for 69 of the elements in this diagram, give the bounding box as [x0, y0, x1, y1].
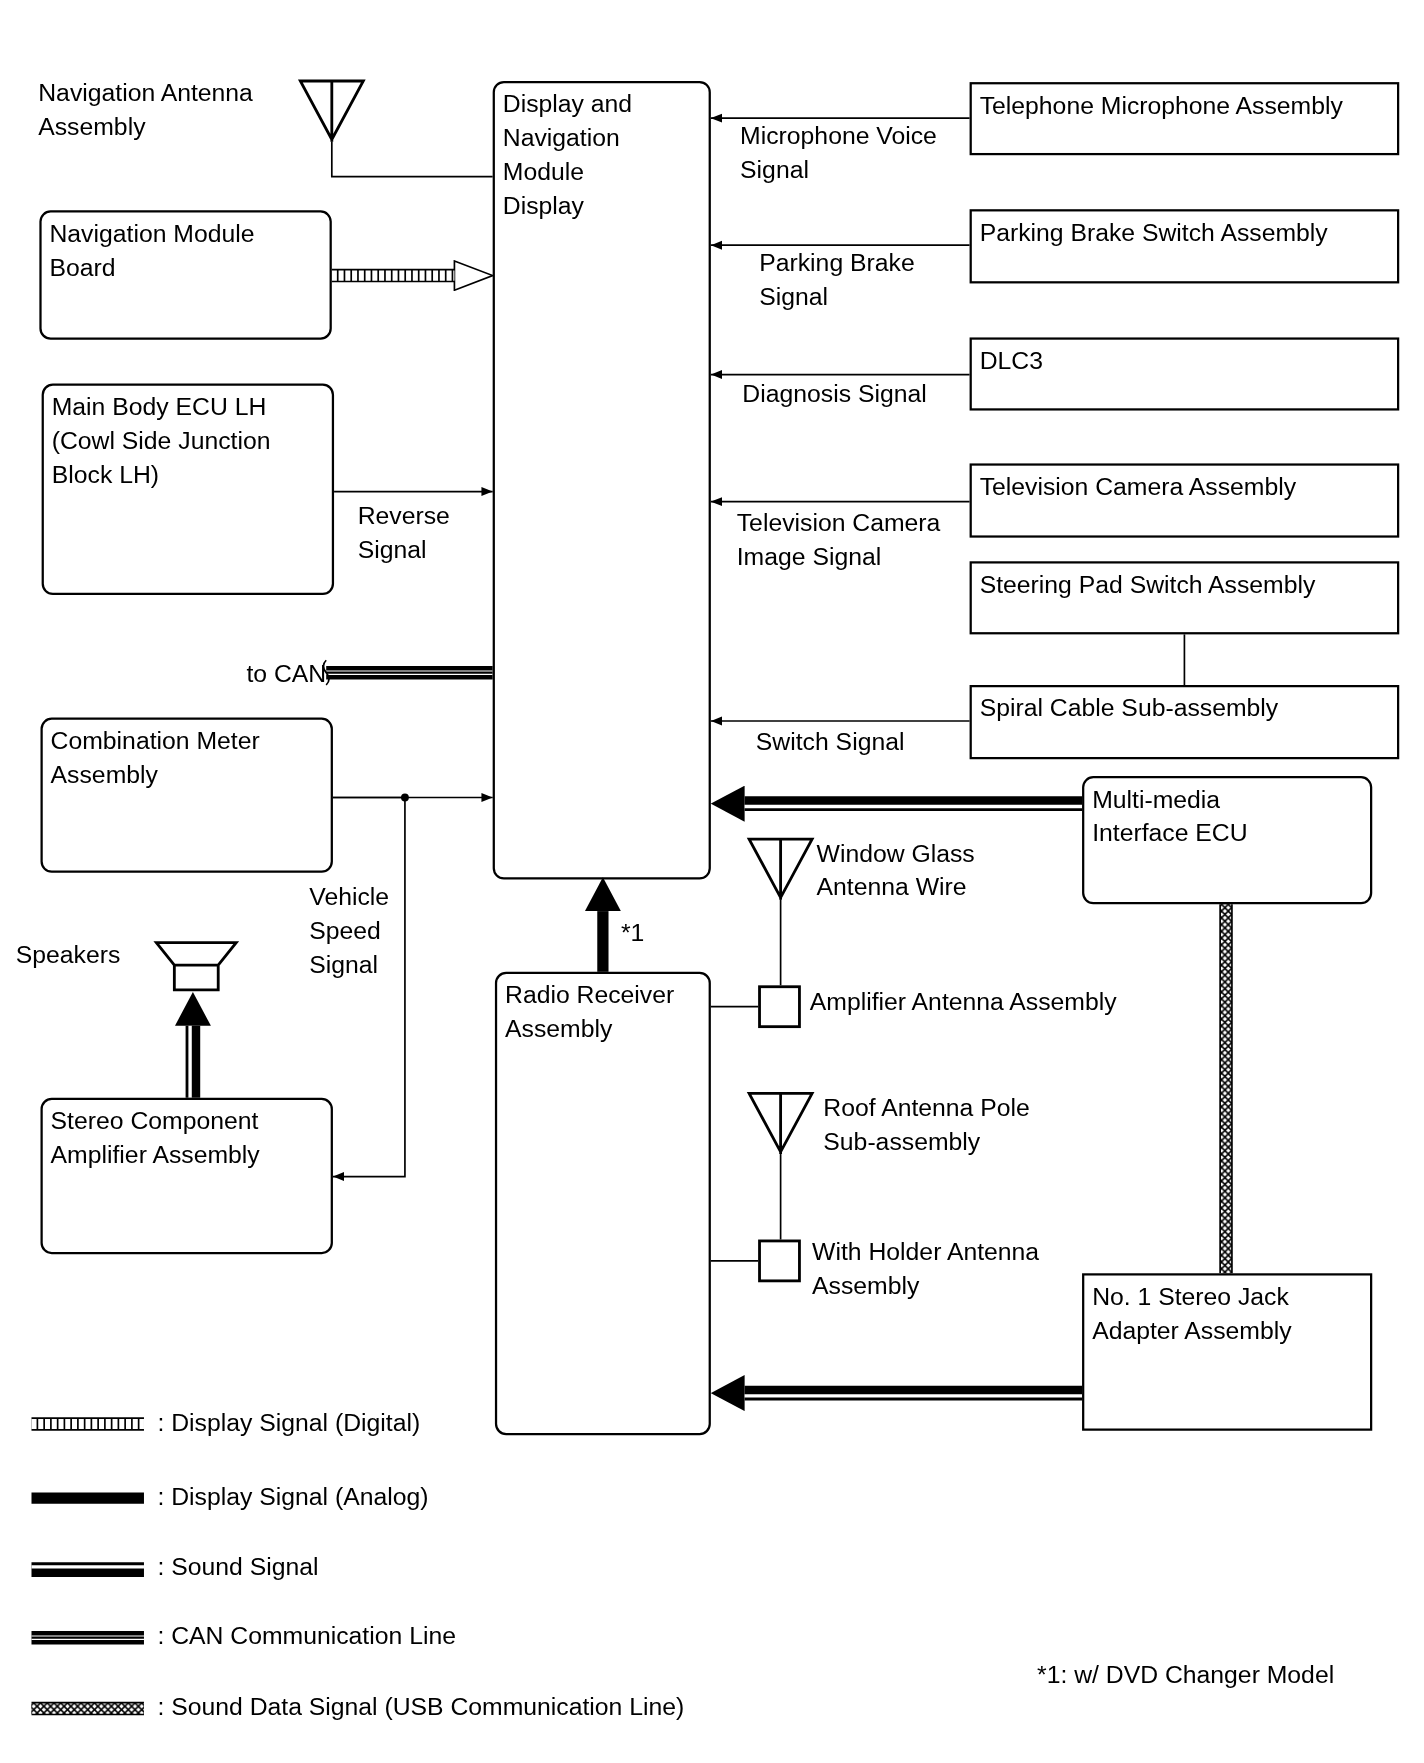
double-line-arrow: [710, 1375, 1083, 1412]
component-label: Parking Brake Switch Assembly: [979, 217, 1329, 249]
edge-label: Microphone Voice Signal: [740, 120, 938, 186]
connector-line: [779, 1153, 782, 1241]
edge-label: Vehicle Speed Signal: [309, 881, 391, 981]
component-box: [969, 463, 1400, 538]
connector-line: [1183, 633, 1186, 686]
component-label: Window Glass Antenna Wire: [816, 838, 976, 903]
component-box: [39, 210, 332, 340]
legend-label: : CAN Communication Line: [157, 1620, 456, 1653]
edge-label: *1: [620, 917, 646, 950]
connector-line: [779, 899, 782, 987]
component-box: [969, 82, 1400, 156]
component-box: [1082, 1273, 1373, 1431]
component-box: [40, 1097, 333, 1255]
arrow: [710, 370, 971, 380]
arrow: [710, 113, 971, 123]
connector-line: [330, 140, 494, 178]
double-line-arrow: [710, 785, 1083, 822]
thick-arrow: [584, 877, 621, 972]
component-label: Spiral Cable Sub-assembly: [979, 693, 1280, 725]
connector-line: [710, 1260, 759, 1262]
component-label: Television Camera Assembly: [979, 471, 1298, 503]
component-label: Roof Antenna Pole Sub-assembly: [823, 1092, 1031, 1158]
component-label: Navigation Antenna Assembly: [38, 77, 254, 143]
component-box: [40, 717, 333, 873]
triple-line: [326, 665, 493, 680]
arrow: [710, 497, 971, 507]
component-label: Combination Meter Assembly: [50, 725, 261, 791]
edge-label: Diagnosis Signal: [742, 378, 928, 410]
component-label: Telephone Microphone Assembly: [979, 90, 1344, 122]
hatched-arrow: [331, 260, 494, 292]
component-label: Amplifier Antenna Assembly: [809, 986, 1118, 1018]
component-box: [41, 383, 335, 595]
component-label: Steering Pad Switch Assembly: [979, 569, 1317, 601]
arrow: [333, 487, 494, 497]
component-label: No. 1 Stereo Jack Adapter Assembly: [1092, 1281, 1293, 1347]
edge-label: Reverse Signal: [357, 500, 451, 566]
component-label: Stereo Component Amplifier Assembly: [50, 1105, 261, 1171]
arrow: [332, 796, 406, 1182]
double-line-arrow: [174, 992, 211, 1098]
component-label: Multi-media Interface ECU: [1092, 784, 1249, 849]
component-box: [1082, 776, 1373, 905]
component-box: [969, 685, 1400, 760]
component-label: Speakers: [15, 939, 122, 971]
component-label: Display and Navigation Module Display: [502, 89, 634, 222]
component-box: [969, 561, 1400, 635]
component-label: Main Body ECU LH (Cowl Side Junction Block LH): [51, 391, 272, 491]
component-label: Navigation Module Board: [49, 218, 256, 284]
legend-label: : Display Signal (Digital): [157, 1407, 421, 1439]
component-box: [969, 337, 1400, 411]
legend-label: : Display Signal (Analog): [157, 1481, 429, 1513]
component-box: [492, 81, 711, 880]
edge-label: Parking Brake Signal: [759, 247, 916, 313]
connection-label: to CAN: [224, 656, 327, 691]
footnote: *1: w/ DVD Changer Model: [1037, 1659, 1335, 1691]
component-label: Radio Receiver Assembly: [505, 979, 676, 1045]
edge-label: Television Camera Image Signal: [736, 507, 942, 573]
arrow: [710, 716, 971, 726]
legend-label: : Sound Data Signal (USB Communication Line): [157, 1691, 685, 1723]
arrow: [710, 240, 971, 250]
component-label: DLC3: [979, 345, 1044, 377]
edge-label: Switch Signal: [755, 726, 906, 758]
crosshatched-line: [1219, 904, 1233, 1274]
legend-label: : Sound Signal: [157, 1551, 319, 1583]
component-label: With Holder Antenna Assembly: [812, 1236, 1041, 1302]
component-box: [494, 971, 711, 1436]
connector-line: [710, 1005, 759, 1008]
component-box: [969, 209, 1400, 284]
